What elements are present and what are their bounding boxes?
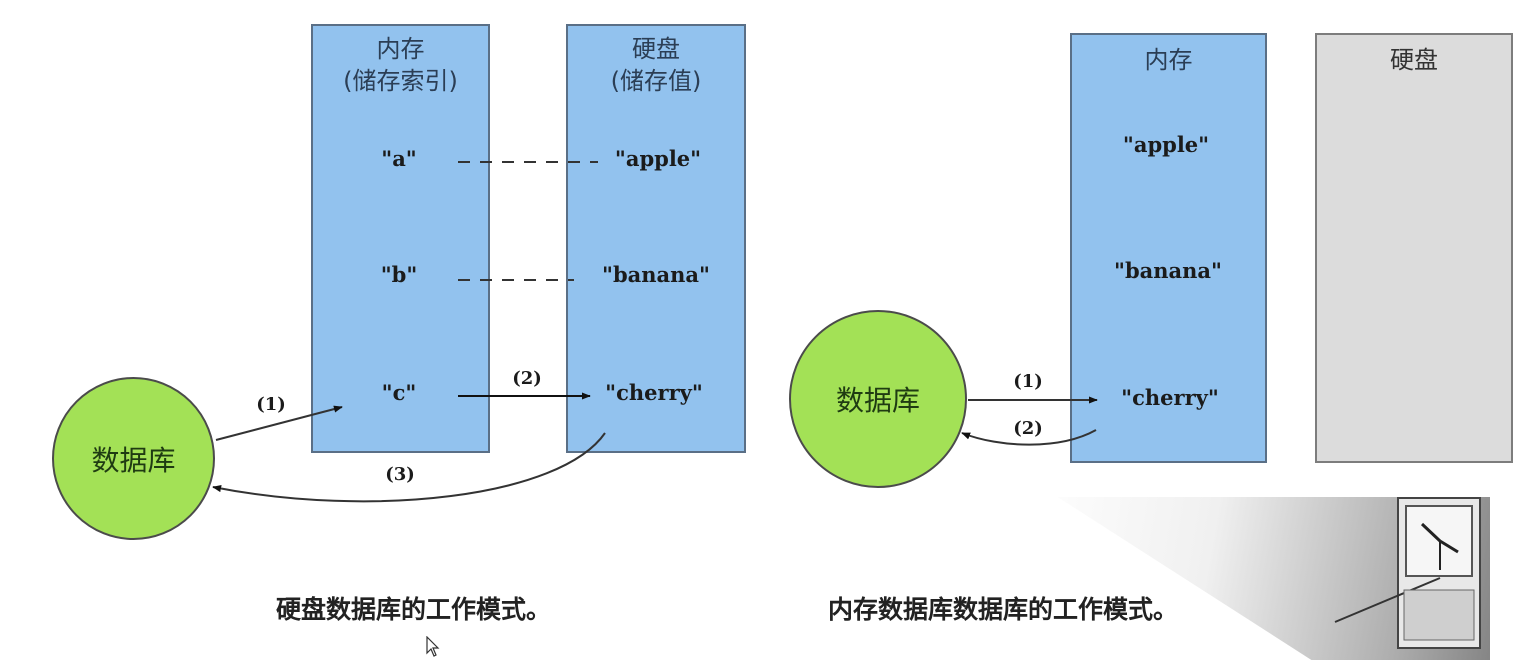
- mouse-cursor-icon: [426, 636, 440, 657]
- right-value-banana: "banana": [1114, 258, 1222, 283]
- left-caption: 硬盘数据库的工作模式。: [276, 595, 552, 624]
- left-memory-subtitle: (储存索引): [343, 67, 458, 95]
- left-step-2: (2): [512, 368, 542, 389]
- left-database-circle: 数据库: [52, 377, 215, 540]
- left-step-3: (3): [385, 464, 415, 485]
- right-memory-title: 内存: [1144, 46, 1193, 74]
- left-memory-title: 内存: [376, 35, 425, 63]
- left-disk-box: 硬盘 (储存值): [566, 24, 746, 453]
- right-value-apple: "apple": [1122, 132, 1210, 157]
- right-database-label: 数据库: [835, 384, 920, 417]
- key-a: "a": [381, 146, 417, 171]
- right-step-1: (1): [1013, 371, 1043, 392]
- value-apple: "apple": [614, 146, 702, 171]
- left-disk-title: 硬盘: [632, 35, 680, 63]
- key-c: "c": [381, 380, 417, 405]
- projector-beam: [1057, 497, 1490, 660]
- left-step-1: (1): [256, 394, 286, 415]
- left-memory-box: 内存 (储存索引): [311, 24, 490, 453]
- right-memory-box: 内存: [1070, 33, 1267, 463]
- right-disk-title: 硬盘: [1390, 46, 1438, 74]
- value-cherry: "cherry": [605, 380, 703, 405]
- right-value-cherry: "cherry": [1121, 385, 1219, 410]
- left-database-label: 数据库: [91, 443, 176, 477]
- right-disk-box: 硬盘: [1315, 33, 1513, 463]
- left-disk-subtitle: (储存值): [610, 67, 702, 95]
- key-b: "b": [380, 262, 418, 287]
- right-step-2: (2): [1013, 418, 1043, 439]
- value-banana: "banana": [602, 262, 710, 287]
- right-caption: 内存数据库数据库的工作模式。: [828, 595, 1179, 624]
- right-database-circle: 数据库: [789, 310, 967, 488]
